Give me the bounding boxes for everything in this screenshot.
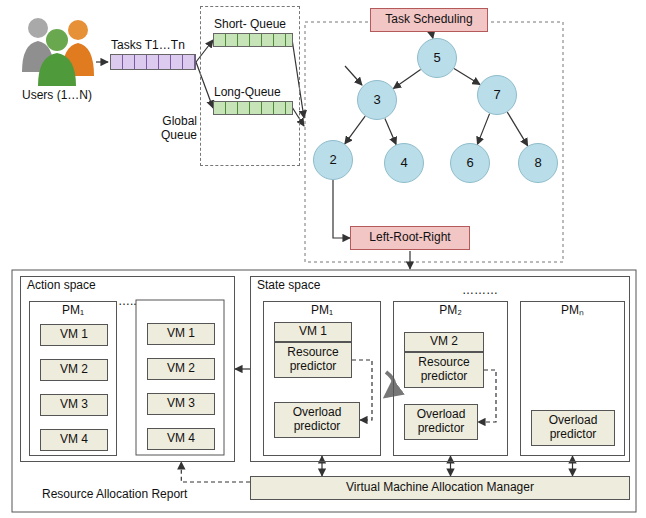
vm-box: VM 2 [147,358,215,380]
node-text: VM 1 [60,328,88,342]
queue-arrow [292,39,304,118]
node-text: 3 [373,93,380,108]
vm-box: VM 1 [40,324,108,346]
heading-text: Global Queue [149,115,197,143]
heading-text: PM₁ [30,304,116,318]
tree-node: 3 [357,80,397,120]
heading-text: PM₁ [264,304,380,318]
tree-node: 5 [417,38,457,78]
vm-box: VM 4 [147,428,215,450]
node-text: VM 3 [60,398,88,412]
node-text: VM 2 [167,362,195,376]
node-text: VM 1 [167,327,195,341]
vm-box: VM 3 [40,394,108,416]
scheduling-region [305,22,563,262]
node-text: 7 [493,88,500,103]
users-icon [22,18,94,86]
label: Users (1…N) [22,88,92,102]
predictor-box: Overload predictor [274,402,360,438]
heading-text: Tasks T1…Tn [111,39,185,53]
flow-arrow [409,251,410,269]
node-text: Task Scheduling [385,13,472,27]
node-text: VM 2 [430,335,458,349]
tree-node: 7 [477,75,517,115]
node-text: Overload predictor [409,408,473,436]
connector [450,456,451,476]
tree-node: 8 [518,143,558,183]
allocation-region [12,270,636,512]
tree-node: 2 [313,140,353,180]
input-arrow [96,61,108,62]
pm-box: PM₁ VM 1 VM 2 VM 3 VM 4 [29,301,117,456]
task-queue: Tasks T1…Tn [110,54,196,70]
node-text: VM 4 [167,432,195,446]
node-text: 6 [466,156,473,171]
connector [345,116,365,144]
connector [196,62,213,108]
queue-box: Short- Queue [213,33,293,47]
process-box: Task Scheduling [370,8,488,32]
connector [235,368,250,369]
node-text: 4 [400,156,407,171]
vm-box: VM 3 [147,393,215,415]
node-text: Resource predictor [279,346,347,374]
connector [385,118,396,144]
node-text: Overload predictor [536,414,610,442]
ellipsis: ……… [462,283,498,297]
heading-text: State space [257,279,320,293]
connector [181,462,250,482]
edge-label: Resource Allocation Report [40,487,189,501]
node-text: VM 3 [167,397,195,411]
predictor-box: Overload predictor [531,410,615,446]
node-text: Overload predictor [279,406,355,434]
connector [507,112,527,146]
vm-box: VM 2 [404,332,484,352]
node-text: 8 [534,156,541,171]
node-text: VM 1 [299,325,327,339]
node-text: Left-Root-Right [369,231,450,245]
connector [432,32,433,38]
pm-box: PM₁ VM 1 Resource predictorOverload predic… [263,301,381,456]
vm-box: VM 1 [274,322,352,342]
tree-arrow [345,66,362,85]
node-text: VM 2 [60,363,88,377]
node-text: 2 [329,153,336,168]
queue-box: Long-Queue [213,101,293,115]
connector [572,456,573,476]
connector [333,180,350,238]
queue-group: Global QueueShort- QueueLong-Queue [200,6,300,166]
heading-text: Short- Queue [214,18,286,32]
heading-text: Long-Queue [214,86,281,100]
predictor-box: Resource predictor [274,342,352,378]
connector [196,40,213,62]
ellipsis: ….. [118,294,137,308]
pm-box [136,300,224,455]
tree-node: 4 [384,143,424,183]
vm-box: VM 4 [40,429,108,451]
predictor-box: Resource predictor [404,352,484,388]
heading-text: Action space [27,279,96,293]
node-text: Virtual Machine Allocation Manager [346,481,534,495]
node-text: VM 4 [60,433,88,447]
queue-arrow [292,107,304,126]
node-text: Resource predictor [409,356,479,384]
heading-text: PM₂ [394,304,507,318]
pm-box: PM₂ VM 2 Resource predictorOverload predic… [393,301,508,456]
vm-box: VM 1 [147,323,215,345]
tree-node: 6 [450,143,490,183]
manager-box: Virtual Machine Allocation Manager [250,476,630,500]
process-box: Left-Root-Right [350,226,470,250]
connector [454,69,480,85]
vm-box: VM 2 [40,359,108,381]
space-panel: State spacePM₁ VM 1 Resource predictorOver… [250,276,630,462]
connector [477,114,489,145]
heading-text: PMₙ [521,304,624,318]
connector [321,456,322,476]
connector [393,70,420,89]
predictor-box: Overload predictor [404,404,478,440]
node-text: 5 [433,51,440,66]
pm-box: PMₙOverload predictor [520,301,625,456]
